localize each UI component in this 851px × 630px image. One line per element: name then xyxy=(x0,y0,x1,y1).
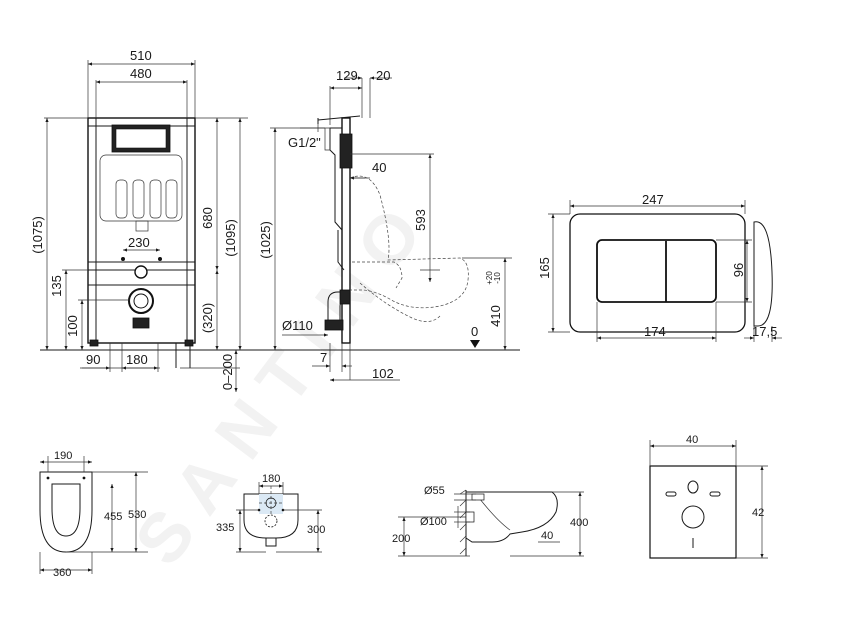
dim-40: 40 xyxy=(372,160,386,175)
sound-pad-view: 40 42 xyxy=(649,434,768,559)
dim-100: 100 xyxy=(65,315,80,337)
dim-pad-42: 42 xyxy=(752,507,764,519)
dim-300: 300 xyxy=(307,524,325,536)
dim-20: 20 xyxy=(376,68,390,83)
dim-320: (320) xyxy=(200,303,215,333)
side-frame xyxy=(341,117,351,344)
dim-400: 400 xyxy=(570,517,588,529)
bowl-side-view: Ø55 Ø100 200 400 40 xyxy=(392,485,588,557)
dim-pad-40: 40 xyxy=(686,434,698,446)
dim-174: 174 xyxy=(644,324,666,339)
dim-129: 129 xyxy=(336,68,358,83)
dim-510: 510 xyxy=(130,48,152,63)
tol-minus: -10 xyxy=(493,272,502,284)
dim-102: 102 xyxy=(372,366,394,381)
dim-96: 96 xyxy=(731,263,746,277)
bowl-back-view: 180 335 300 xyxy=(216,473,325,553)
dim-165: 165 xyxy=(537,257,552,279)
dim-1095: (1095) xyxy=(223,219,238,257)
dim-0-200: 0–200 xyxy=(220,354,235,390)
frame-side-view: G1/2" 129 20 (1025) 40 xyxy=(258,68,512,382)
dim-680: 680 xyxy=(200,207,215,229)
flush-plate-view: 247 165 96 174 17,5 xyxy=(537,192,782,342)
dim-360: 360 xyxy=(53,567,71,579)
dim-1025: (1025) xyxy=(258,221,273,259)
tol-plus: +20 xyxy=(485,271,494,285)
dim-410: 410 xyxy=(488,305,503,327)
dim-17-5: 17,5 xyxy=(752,324,777,339)
frame-front-view: 510 480 (1075) 135 100 230 680 (1095) (3… xyxy=(30,48,520,392)
dim-135: 135 xyxy=(49,275,64,297)
dim-7: 7 xyxy=(320,350,327,365)
dim-190: 190 xyxy=(54,450,72,462)
dim-180b: 180 xyxy=(262,473,280,485)
dim-247: 247 xyxy=(642,192,664,207)
dim-180: 180 xyxy=(126,352,148,367)
bowl-top-view: 190 455 530 360 xyxy=(39,450,148,579)
dim-d100: Ø100 xyxy=(420,516,447,528)
dim-d110: Ø110 xyxy=(282,318,313,333)
dim-200: 200 xyxy=(392,533,410,545)
label-zero: 0 xyxy=(471,324,478,339)
dim-1075: (1075) xyxy=(30,216,45,254)
dim-40b: 40 xyxy=(541,530,553,542)
dim-230: 230 xyxy=(128,235,150,250)
label-g12: G1/2" xyxy=(288,135,321,150)
dim-455: 455 xyxy=(104,511,122,523)
dim-90: 90 xyxy=(86,352,100,367)
dim-335: 335 xyxy=(216,522,234,534)
dim-480: 480 xyxy=(130,66,152,81)
dim-d55: Ø55 xyxy=(424,485,445,497)
dim-530: 530 xyxy=(128,509,146,521)
dim-593: 593 xyxy=(413,209,428,231)
